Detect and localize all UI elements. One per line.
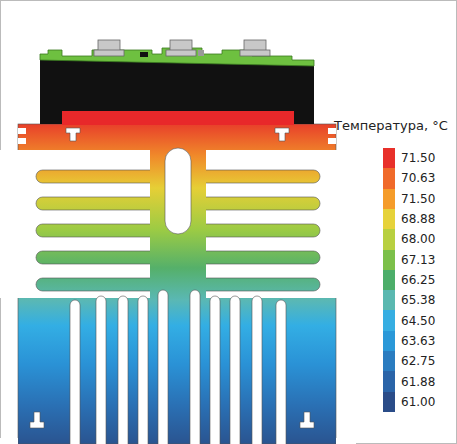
device-housing <box>40 60 314 124</box>
fin-gap <box>118 296 128 444</box>
pcb <box>40 48 314 66</box>
fin <box>186 170 320 183</box>
fin-gap <box>158 290 168 444</box>
fin-gap <box>70 300 80 444</box>
colorbar-swatch <box>383 209 395 230</box>
legend-value: 70.63 <box>401 172 435 184</box>
fin <box>186 251 320 264</box>
legend-value: 67.13 <box>401 254 435 266</box>
fin <box>186 197 320 210</box>
colorbar-swatch <box>383 351 395 372</box>
fin-gap <box>190 290 200 444</box>
fin <box>36 197 170 210</box>
fin <box>36 251 170 264</box>
fin-gap <box>96 296 106 444</box>
legend-value: 63.63 <box>401 335 435 347</box>
legend-value: 62.75 <box>401 355 435 367</box>
legend-value: 65.38 <box>401 294 435 306</box>
colorbar-swatch <box>383 189 395 210</box>
fin <box>36 224 170 237</box>
legend-value: 71.50 <box>401 152 435 164</box>
colorbar-swatch <box>383 310 395 331</box>
legend-value: 66.25 <box>401 274 435 286</box>
legend-title: Температура, °C <box>334 119 448 132</box>
fin-gap <box>138 296 148 444</box>
fin-gap <box>230 296 240 444</box>
fin <box>36 278 170 291</box>
colorbar-swatch <box>383 392 395 413</box>
legend-value: 68.88 <box>401 213 435 225</box>
heatsink-body <box>18 124 336 444</box>
legend-value: 61.88 <box>401 376 435 388</box>
legend-value: 68.00 <box>401 233 435 245</box>
fin-gap <box>252 296 262 444</box>
fin <box>186 224 320 237</box>
legend-value: 61.00 <box>401 396 435 408</box>
colorbar-swatch <box>383 168 395 189</box>
legend-value: 64.50 <box>401 315 435 327</box>
colorbar-swatch <box>383 270 395 291</box>
fin-gap <box>210 296 220 444</box>
colorbar-swatch <box>383 331 395 352</box>
fin <box>186 278 320 291</box>
colorbar-swatch <box>383 229 395 250</box>
colorbar-swatch <box>383 290 395 311</box>
colorbar-swatch <box>383 371 395 392</box>
colorbar-swatch <box>383 250 395 271</box>
fin-gap <box>276 300 286 444</box>
legend-value: 71.50 <box>401 193 435 205</box>
colorbar-swatch <box>383 148 395 169</box>
fin <box>36 170 170 183</box>
